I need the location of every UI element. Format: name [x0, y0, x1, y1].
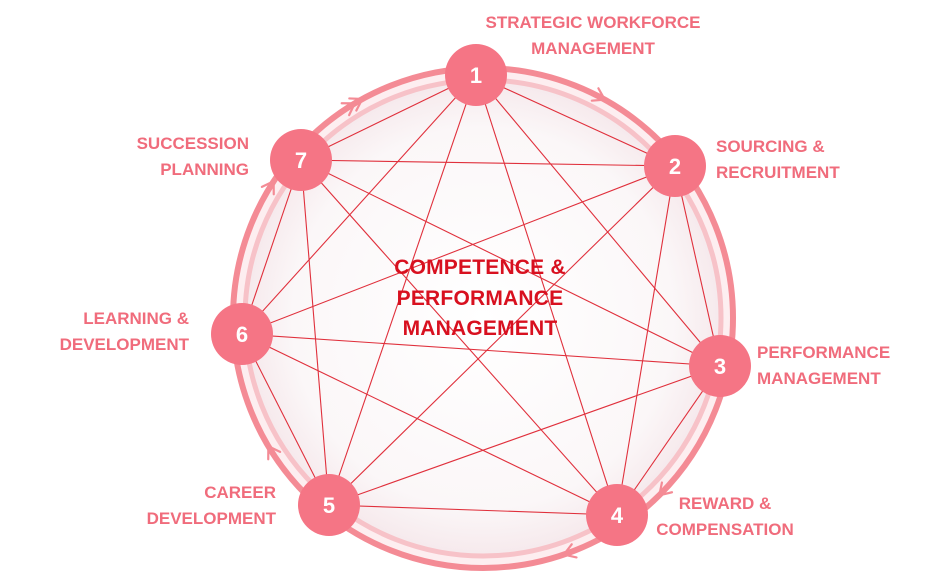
node-5: 5	[298, 474, 360, 536]
connector-line	[300, 159, 676, 167]
connector-line	[241, 74, 477, 335]
node-3: 3	[689, 335, 751, 397]
label-line: MANAGEMENT	[757, 369, 881, 388]
connector-line	[616, 165, 676, 516]
center-title-line: COMPETENCE &	[394, 256, 566, 279]
label-reward-compensation: REWARD & COMPENSATION	[640, 491, 810, 543]
connector-line	[328, 365, 721, 506]
label-line: RECRUITMENT	[716, 163, 840, 182]
node-circle	[586, 484, 648, 546]
node-connectors	[241, 74, 721, 516]
node-4: 4	[586, 484, 648, 546]
connector-line	[328, 74, 477, 506]
chevron-arrow-icon	[658, 481, 674, 497]
chevron-arrow-icon	[562, 543, 578, 559]
connector-line	[300, 159, 330, 506]
label-line: REWARD &	[678, 494, 772, 513]
connector-line	[241, 333, 330, 506]
node-2: 2	[644, 135, 706, 197]
center-title: COMPETENCE & PERFORMANCE MANAGEMENT	[330, 253, 630, 345]
connector-line	[674, 165, 721, 367]
node-number: 6	[236, 322, 248, 347]
connector-line	[475, 74, 676, 167]
node-circles: 1 2 3 4 5 6 7	[211, 44, 751, 546]
label-line: DEVELOPMENT	[146, 509, 276, 528]
label-line: DEVELOPMENT	[59, 335, 189, 354]
label-line: SOURCING &	[716, 137, 825, 156]
connector-line	[475, 74, 618, 516]
connector-line	[475, 74, 721, 367]
label-line: CAREER	[204, 483, 276, 502]
node-circle	[644, 135, 706, 197]
node-circle	[211, 303, 273, 365]
node-7: 7	[270, 129, 332, 191]
center-title-line: PERFORMANCE	[396, 286, 564, 310]
node-number: 2	[669, 154, 681, 179]
label-line: PERFORMANCE	[757, 343, 891, 362]
node-circle	[298, 474, 360, 536]
chevron-arrow-icon	[590, 87, 606, 102]
connector-line	[241, 333, 721, 367]
node-number: 5	[323, 493, 335, 518]
node-circle	[689, 335, 751, 397]
node-number: 7	[295, 148, 307, 173]
label-strategic-workforce-management: STRATEGIC WORKFORCE MANAGEMENT	[468, 10, 718, 62]
label-succession-planning: SUCCESSION PLANNING	[100, 131, 249, 183]
connector-line	[328, 504, 618, 516]
node-circle	[270, 129, 332, 191]
connector-line	[241, 165, 676, 335]
label-career-development: CAREER DEVELOPMENT	[120, 480, 276, 532]
connector-line	[328, 165, 676, 506]
connector-line	[300, 74, 477, 161]
node-number: 4	[611, 503, 624, 528]
chevron-arrow-icon	[260, 180, 275, 196]
label-line: SUCCESSION	[136, 134, 249, 153]
label-line: COMPENSATION	[656, 520, 794, 539]
connector-line	[300, 159, 721, 367]
label-sourcing-recruitment: SOURCING & RECRUITMENT	[716, 134, 840, 186]
node-number: 3	[714, 354, 726, 379]
label-line: STRATEGIC WORKFORCE	[485, 13, 701, 32]
node-circle	[445, 44, 507, 106]
label-line: PLANNING	[160, 160, 249, 179]
connector-line	[300, 159, 618, 516]
label-line: MANAGEMENT	[531, 39, 655, 58]
node-number: 1	[470, 63, 482, 88]
chevron-arrow-icon	[340, 102, 356, 117]
label-line: LEARNING &	[83, 309, 189, 328]
node-1: 1	[445, 44, 507, 106]
label-learning-development: LEARNING & DEVELOPMENT	[40, 306, 189, 358]
connector-line	[241, 333, 618, 516]
center-title-line: MANAGEMENT	[402, 317, 558, 340]
node-6: 6	[211, 303, 273, 365]
chevron-arrow-icon	[348, 97, 364, 112]
label-performance-management: PERFORMANCE MANAGEMENT	[757, 340, 890, 392]
chevron-arrow-icon	[267, 445, 282, 461]
